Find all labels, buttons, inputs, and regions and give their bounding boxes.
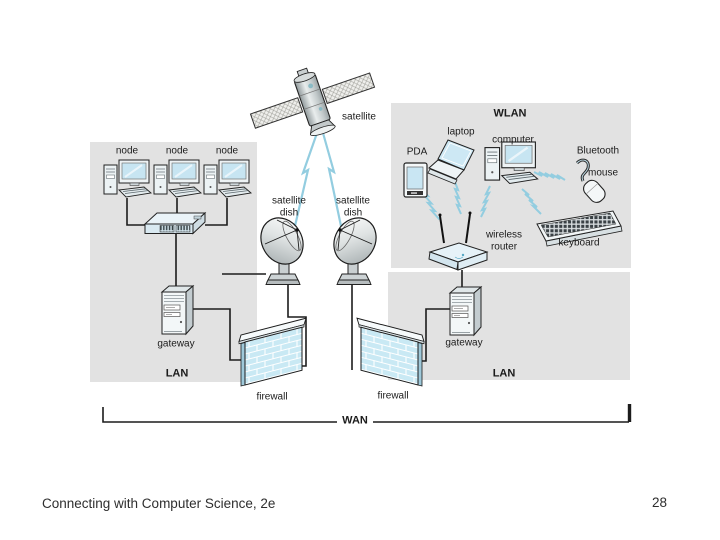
satellite-dish-left-label-line2: dish — [279, 207, 299, 218]
keyboard-label: keyboard — [558, 237, 600, 249]
satellite-dish-right-label-line2: dish — [343, 207, 363, 218]
signal-laptop-router-icon — [453, 181, 462, 215]
pda-label: PDA — [406, 146, 428, 158]
wireless-router-label-line1: wireless — [485, 229, 523, 241]
connector-gateway-firewall-right — [421, 308, 450, 362]
satellite-dish-right-icon — [325, 209, 385, 286]
page-number: 28 — [652, 495, 668, 510]
gateway-left-icon — [161, 285, 194, 335]
wireless-router-icon — [428, 211, 489, 271]
satellite-dish-right-label: satellite dish — [336, 196, 370, 219]
node-label-1: node — [115, 145, 139, 157]
signal-computer-router-icon — [479, 185, 492, 218]
connector-gateway-firewall-left — [192, 308, 243, 361]
node-computer-icon-2 — [153, 159, 202, 198]
wireless-signals — [293, 132, 566, 227]
satellite-signal-right-icon — [321, 132, 343, 227]
lan-right-title: LAN — [492, 367, 516, 380]
wan-bracket-left — [102, 407, 337, 423]
firewall-left-icon — [238, 317, 307, 388]
node-label-2: node — [165, 145, 189, 157]
satellite-icon — [249, 67, 376, 136]
laptop-icon — [427, 139, 475, 185]
desktop-computer-icon — [483, 140, 539, 185]
firewall-right-label: firewall — [377, 390, 409, 402]
wlan-title: WLAN — [493, 107, 527, 120]
satellite-dish-left-label: satellite dish — [272, 196, 306, 219]
signal-computer-keyboard-icon — [521, 188, 542, 215]
satellite-dish-left-label-line1: satellite — [272, 195, 306, 207]
connector-lines — [102, 198, 632, 423]
wan-label: WAN — [342, 414, 368, 427]
satellite-signal-left-icon — [293, 132, 319, 227]
connector-node1-hub — [126, 198, 145, 226]
satellite-solar-panel-left — [249, 97, 304, 129]
footer-title: Connecting with Computer Science, 2e — [42, 496, 276, 511]
wireless-router-label-line2: router — [490, 241, 518, 252]
connector-node3-hub — [205, 198, 228, 226]
node-label-3: node — [215, 145, 239, 157]
pda-icon — [403, 162, 428, 198]
satellite-dish-right-label-line1: satellite — [336, 195, 370, 207]
gateway-left-label: gateway — [157, 338, 195, 350]
wireless-router-label: wireless router — [486, 230, 522, 253]
gateway-right-icon — [449, 286, 482, 336]
node-computer-icon-3 — [203, 159, 252, 198]
laptop-label: laptop — [447, 126, 475, 138]
gateway-right-label: gateway — [445, 337, 483, 349]
bluetooth-mouse-icon — [575, 158, 606, 203]
connector-dish-left-firewall — [287, 284, 307, 367]
lan-left-title: LAN — [165, 367, 189, 380]
signal-computer-mouse-icon — [533, 171, 566, 181]
node-computer-icon-1 — [103, 159, 152, 198]
mouse-label: mouse — [587, 167, 619, 179]
satellite-label: satellite — [342, 111, 376, 123]
firewall-right-icon — [356, 317, 425, 388]
satellite-solar-panel-right — [321, 72, 376, 105]
lan-right-panel — [388, 272, 630, 380]
keyboard-icon — [536, 210, 623, 247]
bluetooth-label: Bluetooth — [576, 145, 620, 157]
computer-label: computer — [492, 134, 534, 146]
hub-icon — [143, 211, 207, 235]
firewall-left-label: firewall — [256, 391, 288, 403]
